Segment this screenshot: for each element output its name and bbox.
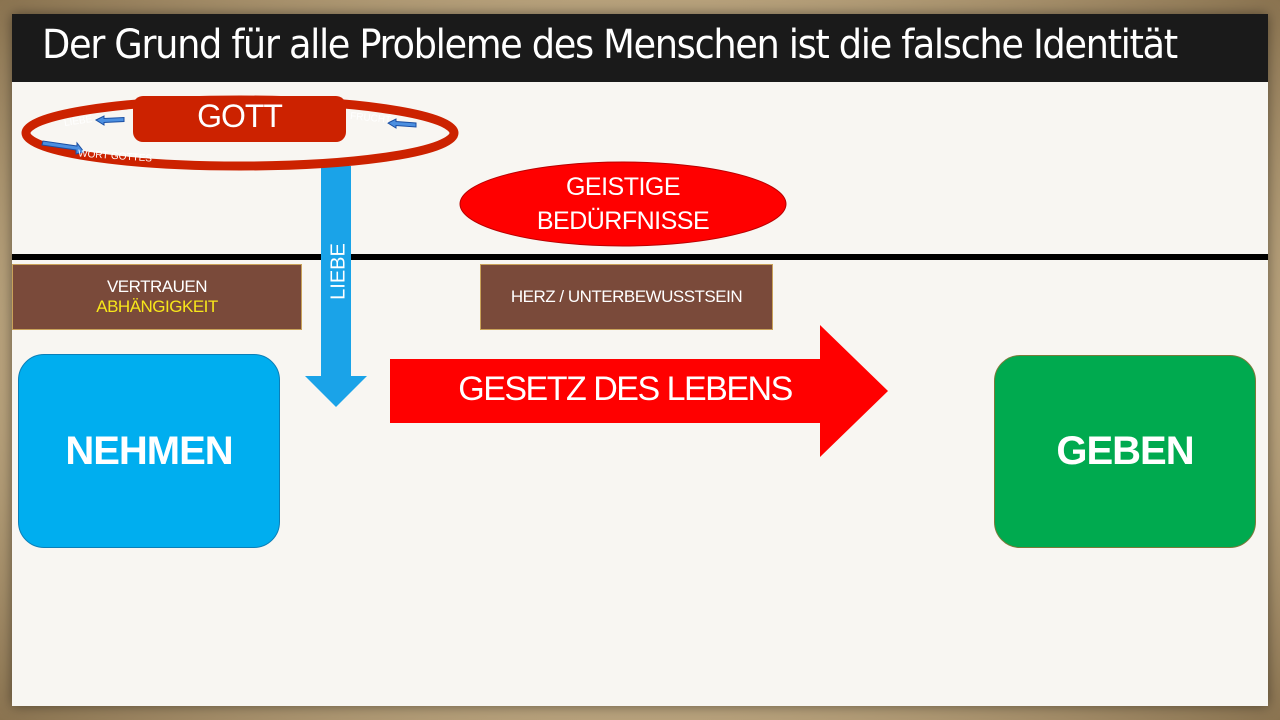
ring-arrow-bottom — [41, 140, 85, 155]
slide-title: Der Grund für alle Probleme des Menschen… — [42, 22, 1178, 68]
heart-box: HERZ / UNTERBEWUSSTSEIN — [480, 264, 773, 330]
take-box: NEHMEN — [18, 354, 280, 548]
law-arrow — [390, 325, 888, 457]
ring-arrow-left — [94, 115, 125, 126]
love-arrow-label: LIEBE — [327, 243, 350, 300]
spiritual-needs-line2: BEDÜRFNISSE — [536, 207, 710, 235]
title-bar: Der Grund für alle Probleme des Menschen… — [12, 14, 1268, 82]
give-label: GEBEN — [1056, 429, 1194, 473]
spiritual-needs-ellipse — [459, 161, 787, 247]
law-arrow-label: GESETZ DES LEBENS — [458, 370, 793, 408]
give-box: GEBEN — [994, 355, 1256, 548]
spiritual-needs-label: GEISTIGE BEDÜRFNISSE — [460, 170, 786, 238]
dependency-label: ABHÄNGIGKEIT — [96, 297, 218, 316]
divider-line — [12, 254, 1268, 260]
love-arrow — [305, 166, 367, 407]
god-box — [133, 96, 346, 142]
slide: Der Grund für alle Probleme des Menschen… — [12, 14, 1268, 706]
spiritual-needs-line1: GEISTIGE — [565, 173, 681, 201]
diagram-shapes — [12, 95, 1268, 457]
trust-label: VERTRAUEN — [106, 277, 208, 296]
heart-label: HERZ / UNTERBEWUSSTSEIN — [510, 287, 743, 306]
ring-arrow-right — [386, 118, 417, 129]
trust-box: VERTRAUEN ABHÄNGIGKEIT — [12, 264, 302, 330]
take-label: NEHMEN — [65, 428, 233, 473]
god-label: GOTT — [197, 98, 283, 134]
